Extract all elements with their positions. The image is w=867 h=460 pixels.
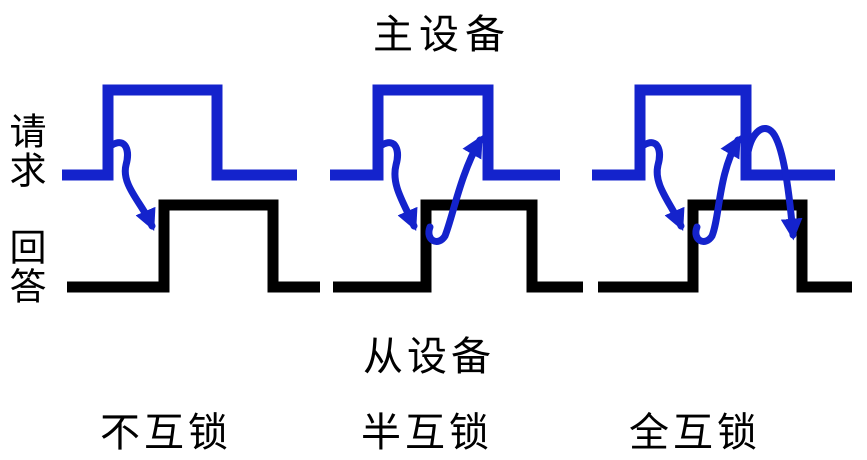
answer-waveform-panel-3 bbox=[598, 199, 852, 293]
request-waveform-panel-2 bbox=[330, 84, 560, 181]
request-waveform-panel-1 bbox=[62, 84, 297, 181]
panel-label-no-interlock: 不互锁 bbox=[100, 410, 232, 455]
arrow-request-fall-to-answer-fall-panel-3 bbox=[744, 125, 803, 241]
answer-signal-label: 回答 bbox=[3, 228, 44, 306]
panel-label-half-interlock: 半互锁 bbox=[361, 410, 493, 455]
arrow-request-rise-to-answer-rise-panel-2 bbox=[378, 139, 418, 231]
slave-device-label: 从设备 bbox=[363, 334, 495, 379]
arrow-request-rise-to-answer-rise-panel-3 bbox=[640, 139, 685, 231]
panel-label-full-interlock: 全互锁 bbox=[629, 410, 761, 455]
arrow-request-rise-to-answer-rise-panel-1 bbox=[108, 139, 156, 231]
request-waveform-panel-3 bbox=[592, 84, 835, 181]
answer-waveform-panel-1 bbox=[67, 199, 320, 293]
arrow-answer-rise-to-request-fall-panel-3 bbox=[692, 135, 742, 245]
arrow-answer-rise-to-request-fall-panel-2 bbox=[425, 135, 484, 245]
request-signal-label: 请求 bbox=[3, 112, 44, 190]
master-device-title: 主设备 bbox=[373, 12, 511, 57]
answer-waveform-panel-2 bbox=[333, 199, 583, 293]
